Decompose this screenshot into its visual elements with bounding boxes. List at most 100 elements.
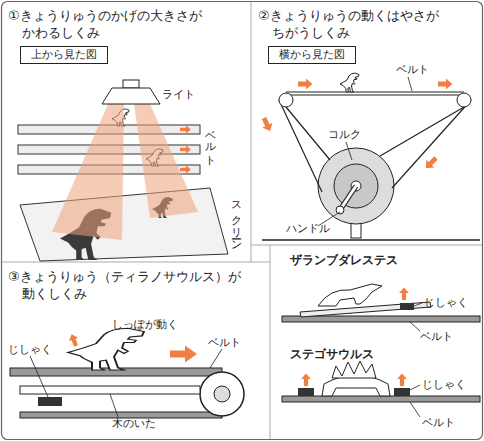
magnet (38, 397, 62, 406)
motion-arrow (180, 125, 191, 173)
belt (380, 107, 464, 156)
motion-arrow (301, 287, 409, 386)
light-beam (52, 104, 124, 240)
part-label: ベルト (208, 336, 241, 349)
panel-title: ①きょうりゅうのかげの大きさが かわるしくみ (2, 2, 250, 41)
belt (282, 396, 480, 402)
belt (279, 92, 471, 192)
belt (286, 91, 464, 92)
leader-line (410, 322, 420, 331)
part-label: しっぽが動く (112, 318, 178, 331)
wooden-board (20, 386, 200, 394)
part-label: ハンドル (286, 222, 330, 235)
motion-arrow (67, 332, 81, 347)
belt (286, 94, 464, 95)
part-label: ベルト (420, 330, 453, 343)
motion-arrow (438, 78, 452, 89)
leader-line (408, 77, 412, 91)
magnet (38, 397, 62, 406)
frame (251, 245, 482, 246)
part-label: ベルト (422, 416, 455, 429)
part-label: ライト (162, 88, 195, 101)
view-box: 横から見た図 (268, 46, 356, 64)
belt (279, 100, 322, 192)
leader-line (110, 394, 118, 417)
belt (200, 372, 244, 416)
part-label: コルク (328, 128, 361, 141)
part-label: 木のいた (112, 417, 156, 430)
dino-toy (68, 328, 144, 370)
panel-title: ②きょうりゅうの動くはやさが ちがうしくみ (252, 2, 482, 41)
leader-line (346, 142, 352, 160)
part-label: じしゃく (422, 378, 466, 391)
leader-line (30, 356, 48, 397)
dino-toy (68, 328, 144, 370)
motion-arrow (259, 116, 275, 134)
belt (286, 107, 330, 160)
motion-arrow (180, 145, 191, 153)
motion-arrow (180, 125, 191, 133)
leader-line (210, 349, 222, 368)
frame (2, 262, 270, 263)
leader-line (410, 303, 422, 417)
light-beam (52, 104, 198, 240)
magnet (298, 388, 314, 396)
frame (251, 2, 252, 262)
light-beam (134, 104, 198, 218)
belt (214, 386, 230, 402)
view-label: 上から見た図 (21, 47, 107, 63)
screen (20, 188, 228, 261)
handle (336, 186, 356, 214)
motion-arrow (67, 332, 197, 362)
magnet (394, 388, 410, 396)
frame (270, 245, 271, 439)
dino-toy (318, 284, 390, 396)
belt (282, 316, 480, 402)
motion-arrow (170, 346, 197, 363)
dino-toy (318, 284, 382, 306)
motion-arrow (259, 78, 452, 172)
part-label: じしゃく (424, 296, 468, 309)
motion-arrow (399, 287, 409, 300)
motion-arrow (422, 154, 440, 172)
dino-toy (332, 361, 376, 378)
belt (282, 316, 480, 322)
pulley (457, 93, 471, 107)
pulley (279, 93, 471, 107)
lamp (123, 80, 139, 88)
lamp (102, 88, 160, 104)
motion-arrow (397, 373, 407, 386)
stand (262, 239, 480, 241)
motion-arrow (301, 373, 311, 386)
handle (336, 206, 344, 214)
leader-line (410, 402, 420, 417)
view-label: 横から見た図 (269, 47, 355, 63)
leader-line (30, 349, 222, 417)
leader-line (414, 303, 422, 306)
dino-toy (340, 73, 359, 92)
view-box: 上から見た図 (20, 46, 108, 64)
part-label: じしゃく (8, 343, 52, 356)
lamp (102, 80, 160, 104)
pulley (279, 93, 293, 107)
motion-arrow (180, 165, 191, 173)
part-label: ベルト (204, 123, 216, 161)
motion-arrow (298, 78, 312, 89)
belt (10, 368, 244, 418)
belt (392, 100, 471, 188)
panel: ②きょうりゅうの動くはやさが ちがうしくみ横から見た図 (252, 2, 482, 242)
leader-line (410, 385, 420, 390)
dinosaur-name: ザランブダレステス (290, 254, 398, 267)
screen (20, 188, 228, 261)
wooden-board (20, 386, 200, 394)
part-label: スクリーン (230, 194, 242, 246)
magnet (400, 303, 414, 310)
part-label: ベルト (396, 63, 429, 76)
leader-line (318, 77, 412, 226)
dino-toy (340, 73, 359, 92)
dinosaur-name: ステゴサウルス (290, 348, 374, 361)
panel-title: ③きょうりゅう（ティラノサウルス）が 動くしくみ (2, 263, 268, 302)
